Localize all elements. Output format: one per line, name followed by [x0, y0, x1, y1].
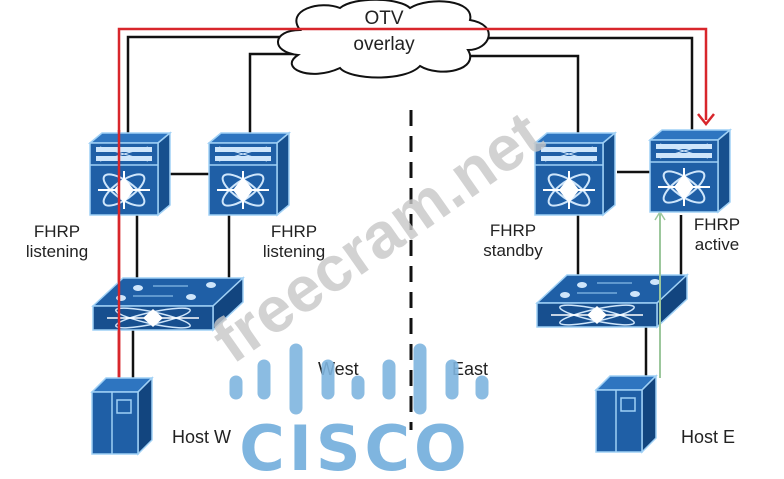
host-e-server: [595, 375, 657, 453]
link-east1-otv: [470, 54, 580, 142]
site-label-east: East: [452, 359, 488, 379]
otv-cloud: OTV overlay: [277, 0, 490, 79]
host-w-label: Host W: [172, 427, 231, 447]
router-west-2: [208, 132, 290, 216]
red-arrow-head: [697, 113, 715, 127]
router-west-1-state: listening: [26, 242, 88, 261]
link-east2-otv: [470, 36, 694, 138]
cisco-logo: [229, 343, 489, 415]
cisco-logo-text: CISCO: [239, 412, 470, 479]
host-e-label: Host E: [681, 427, 735, 447]
switch-east: [536, 274, 688, 330]
router-east-1-role: FHRP: [490, 221, 536, 240]
cloud-label-line2: overlay: [353, 34, 415, 55]
router-east-1-state: standby: [483, 241, 543, 260]
cloud-label-line1: OTV: [364, 8, 403, 29]
router-west-1: [89, 132, 171, 216]
link-west2-otv: [248, 52, 300, 145]
router-west-1-role: FHRP: [34, 222, 80, 241]
link-west1-otv: [126, 35, 300, 145]
router-east-2-role: FHRP: [694, 215, 740, 234]
links: [126, 35, 694, 378]
host-w-server: [91, 377, 153, 455]
router-east-2: [649, 129, 731, 213]
router-east-2-state: active: [695, 235, 739, 254]
router-west-2-role: FHRP: [271, 222, 317, 241]
router-west-2-state: listening: [263, 242, 325, 261]
